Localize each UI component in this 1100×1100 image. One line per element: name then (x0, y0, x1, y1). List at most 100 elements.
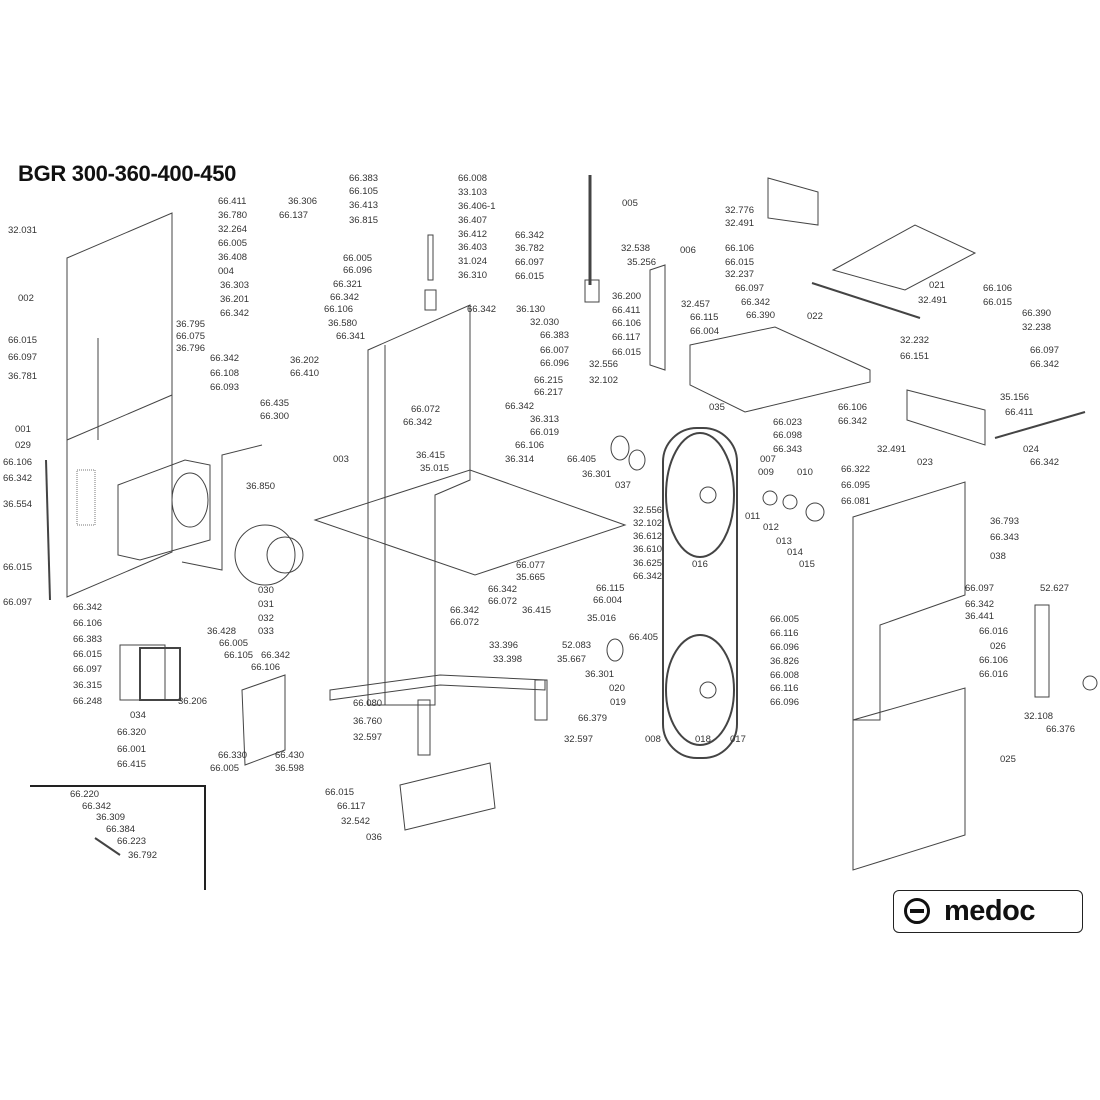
part-callout: 029 (15, 440, 31, 451)
part-callout: 66.117 (337, 801, 366, 812)
part-callout: 66.096 (770, 642, 800, 653)
part-callout: 66.106 (251, 662, 281, 673)
part-callout: 36.428 (207, 626, 237, 637)
part-callout: 66.342 (403, 417, 433, 428)
part-callout: 36.314 (505, 454, 535, 465)
part-callout: 66.096 (540, 358, 570, 369)
part-callout: 66.341 (336, 331, 366, 342)
part-callout: 36.554 (3, 499, 33, 510)
ring-66-405-lower (606, 638, 624, 662)
part-callout: 003 (333, 454, 349, 465)
part-callout: 32.102 (633, 518, 663, 529)
part-callout: 36.313 (530, 414, 560, 425)
chip-tray-036 (399, 762, 496, 831)
part-callout: 66.116 (770, 683, 799, 694)
part-callout: 032 (258, 613, 274, 624)
part-callout: 002 (18, 293, 34, 304)
part-callout: 66.342 (1030, 457, 1060, 468)
frame-003 (367, 304, 471, 706)
fan-opening (171, 472, 209, 528)
part-callout: 36.781 (8, 371, 38, 382)
leg (417, 699, 431, 756)
motor-030 (234, 524, 296, 586)
part-callout: 030 (258, 585, 274, 596)
part-callout: 014 (787, 547, 803, 558)
upper-hub (699, 486, 717, 504)
part-callout: 037 (615, 480, 631, 491)
part-callout: 66.004 (593, 595, 623, 606)
part-callout: 66.098 (773, 430, 803, 441)
part-callout: 36.306 (288, 196, 318, 207)
part-callout: 66.007 (540, 345, 570, 356)
part-callout: 35.015 (420, 463, 450, 474)
part-callout: 66.151 (900, 351, 930, 362)
part-callout: 66.019 (530, 427, 560, 438)
part-callout: 013 (776, 536, 792, 547)
part-callout: 66.005 (343, 253, 373, 264)
part-callout: 66.342 (210, 353, 240, 364)
part-callout: 32.597 (353, 732, 383, 743)
part-callout: 66.322 (841, 464, 871, 475)
part-callout: 034 (130, 710, 146, 721)
part-callout: 019 (610, 697, 626, 708)
leg (534, 679, 548, 721)
ring-36-301 (628, 449, 646, 471)
medoc-logo: medoc (893, 890, 1083, 933)
part-callout: 36.441 (965, 611, 995, 622)
part-callout: 66.097 (3, 597, 33, 608)
part-callout: 66.384 (106, 824, 136, 835)
part-callout: 66.342 (633, 571, 663, 582)
part-callout: 32.108 (1024, 711, 1054, 722)
part-callout: 66.005 (218, 238, 248, 249)
rod-36-850 (181, 444, 263, 571)
part-callout: 36.407 (458, 215, 488, 226)
part-callout: 32.538 (621, 243, 651, 254)
part-callout: 66.081 (841, 496, 871, 507)
part-callout: 66.342 (1030, 359, 1060, 370)
part-callout: 66.390 (746, 310, 776, 321)
part-callout: 66.320 (117, 727, 147, 738)
part-callout: 66.106 (3, 457, 33, 468)
part-callout: 66.405 (567, 454, 597, 465)
part-callout: 32.238 (1022, 322, 1052, 333)
part-callout: 66.097 (1030, 345, 1060, 356)
part-callout: 32.102 (589, 375, 619, 386)
part-callout: 36.415 (522, 605, 552, 616)
part-callout: 33.103 (458, 187, 488, 198)
part-callout: 35.667 (557, 654, 587, 665)
guide-36-403 (427, 234, 434, 281)
part-callout: 66.008 (458, 173, 488, 184)
part-callout: 36.760 (353, 716, 383, 727)
part-callout: 66.015 (73, 649, 103, 660)
cover-035 (689, 326, 871, 413)
part-callout: 66.220 (70, 789, 100, 800)
part-callout: 66.342 (261, 650, 291, 661)
part-callout: 66.097 (515, 257, 545, 268)
part-callout: 32.597 (564, 734, 594, 745)
part-callout: 66.342 (488, 584, 518, 595)
part-callout: 010 (797, 467, 813, 478)
part-callout: 36.795 (176, 319, 206, 330)
rear-panel-002 (66, 212, 173, 598)
part-callout: 35.156 (1000, 392, 1030, 403)
part-callout: 36.415 (416, 450, 446, 461)
part-callout: 66.096 (770, 697, 800, 708)
page-title: BGR 300-360-400-450 (18, 161, 237, 186)
part-callout: 008 (645, 734, 661, 745)
part-callout: 66.016 (979, 626, 1009, 637)
guard-32-776 (767, 177, 819, 226)
part-callout: 36.310 (458, 270, 488, 281)
base-foot (329, 674, 546, 701)
mount-plate-36-598 (241, 674, 286, 766)
part-callout: 66.390 (1022, 308, 1052, 319)
part-callout: 66.096 (343, 265, 373, 276)
part-callout: 021 (929, 280, 945, 291)
part-callout: 015 (799, 559, 815, 570)
part-callout: 36.408 (218, 252, 248, 263)
panel-divider (66, 394, 173, 441)
part-callout: 007 (760, 454, 776, 465)
part-callout: 66.105 (349, 186, 379, 197)
part-callout: 66.005 (219, 638, 249, 649)
part-callout: 66.117 (612, 332, 641, 343)
part-callout: 66.015 (612, 347, 642, 358)
